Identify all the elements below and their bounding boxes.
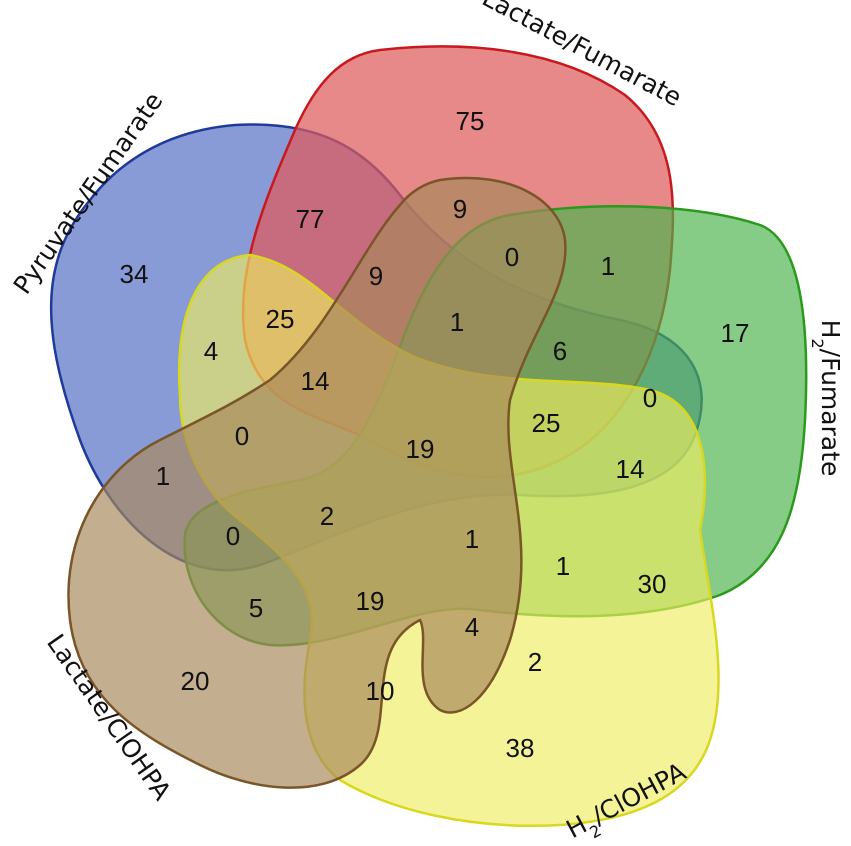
region-count: 25 bbox=[266, 304, 295, 334]
region-count: 0 bbox=[226, 521, 240, 551]
region-count: 2 bbox=[320, 501, 334, 531]
region-count: 20 bbox=[181, 666, 210, 696]
region-count: 0 bbox=[505, 242, 519, 272]
set-lactate-clohpa-shape bbox=[67, 176, 567, 789]
region-count: 0 bbox=[235, 421, 249, 451]
region-count: 4 bbox=[204, 336, 218, 366]
region-count: 1 bbox=[601, 251, 615, 281]
region-count: 1 bbox=[156, 461, 170, 491]
region-count: 19 bbox=[356, 586, 385, 616]
region-count: 0 bbox=[643, 383, 657, 413]
region-count: 38 bbox=[506, 733, 535, 763]
region-count: 75 bbox=[456, 106, 485, 136]
region-count: 25 bbox=[532, 408, 561, 438]
region-count: 5 bbox=[249, 593, 263, 623]
region-count: 30 bbox=[638, 569, 667, 599]
region-count: 14 bbox=[301, 366, 330, 396]
region-count: 19 bbox=[406, 434, 435, 464]
region-count: 17 bbox=[721, 318, 750, 348]
region-count: 9 bbox=[453, 194, 467, 224]
region-count: 1 bbox=[556, 551, 570, 581]
region-count: 2 bbox=[528, 647, 542, 677]
region-count: 14 bbox=[616, 454, 645, 484]
label-h2-fumarate: H2/Fumarate bbox=[809, 320, 846, 477]
region-count: 4 bbox=[465, 612, 479, 642]
region-count: 10 bbox=[366, 676, 395, 706]
region-count: 6 bbox=[553, 336, 567, 366]
region-counts: 75 77 9 0 1 17 34 4 25 9 1 6 0 14 0 1 19… bbox=[120, 106, 750, 763]
region-count: 77 bbox=[296, 204, 325, 234]
region-count: 1 bbox=[450, 307, 464, 337]
region-count: 34 bbox=[120, 259, 149, 289]
region-count: 1 bbox=[465, 524, 479, 554]
region-count: 9 bbox=[369, 261, 383, 291]
